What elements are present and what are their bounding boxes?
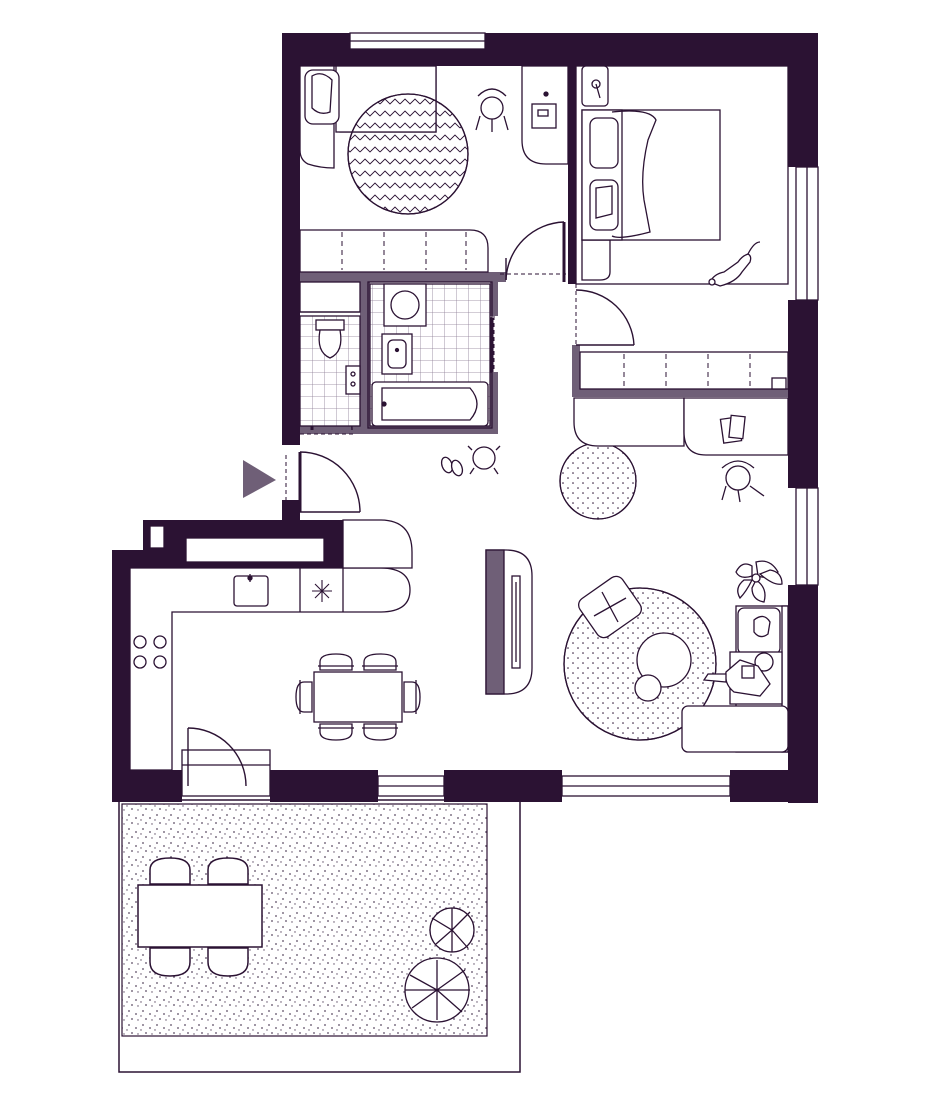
dining-set (295, 653, 421, 741)
dining-chair (318, 723, 354, 741)
kitchen (129, 519, 413, 771)
nightstand (581, 239, 611, 281)
coffee-table (636, 632, 692, 688)
desk-chair (475, 88, 509, 132)
sink-icon (233, 574, 269, 607)
windows (181, 32, 819, 797)
living-room (485, 549, 789, 753)
terrace-chair (149, 947, 191, 977)
bedroom-small-door[interactable] (505, 221, 566, 282)
dining-chair (362, 723, 398, 741)
plant-icon (429, 907, 475, 953)
pillow (589, 117, 619, 169)
stool (467, 445, 501, 475)
wc (299, 281, 361, 427)
floor-cushion (578, 575, 642, 639)
window (377, 775, 445, 797)
cat-icon (708, 241, 761, 287)
work-corner (683, 397, 789, 503)
kitchen-counter (129, 567, 411, 771)
hob-icon (133, 635, 167, 669)
dining-chair (295, 680, 313, 714)
extractor-icon (312, 580, 332, 602)
wc-shelf (299, 281, 361, 313)
toilet (315, 319, 345, 331)
terrace-chair (207, 857, 249, 885)
balcony-door (181, 749, 271, 797)
hall-bench (573, 397, 685, 447)
fridge (185, 537, 325, 563)
bedroom-large-door[interactable] (575, 289, 635, 346)
bedroom-small (299, 65, 569, 273)
person-icon (702, 652, 774, 697)
entrance-door[interactable] (298, 451, 361, 513)
triangle-right-icon (243, 460, 276, 498)
walls (112, 33, 818, 803)
terrace-chair (207, 947, 249, 977)
bathroom (369, 283, 491, 427)
hallway (440, 397, 685, 520)
lamp (531, 103, 557, 129)
desk-chair (721, 460, 765, 503)
dining-chair (362, 653, 398, 671)
window (795, 487, 819, 586)
plant-icon (735, 560, 783, 603)
wardrobe (299, 229, 489, 273)
dining-table (313, 671, 403, 723)
window (561, 775, 731, 797)
slippers (440, 456, 464, 477)
kitchen-counter (342, 519, 413, 569)
terrace-chair (149, 857, 191, 885)
plant-icon (404, 957, 470, 1023)
wardrobe (579, 351, 789, 390)
dining-chair (403, 680, 421, 714)
window (349, 32, 486, 50)
sink-icon (345, 365, 361, 395)
terrace-table (137, 884, 263, 948)
side-table (634, 674, 662, 702)
tv-unit (485, 549, 533, 695)
terrace (118, 799, 521, 1073)
window (795, 166, 819, 301)
balcony-door-swing[interactable] (187, 727, 247, 787)
terrace-table-set (137, 857, 263, 977)
dining-chair (318, 653, 354, 671)
bedroom-large (579, 65, 789, 390)
